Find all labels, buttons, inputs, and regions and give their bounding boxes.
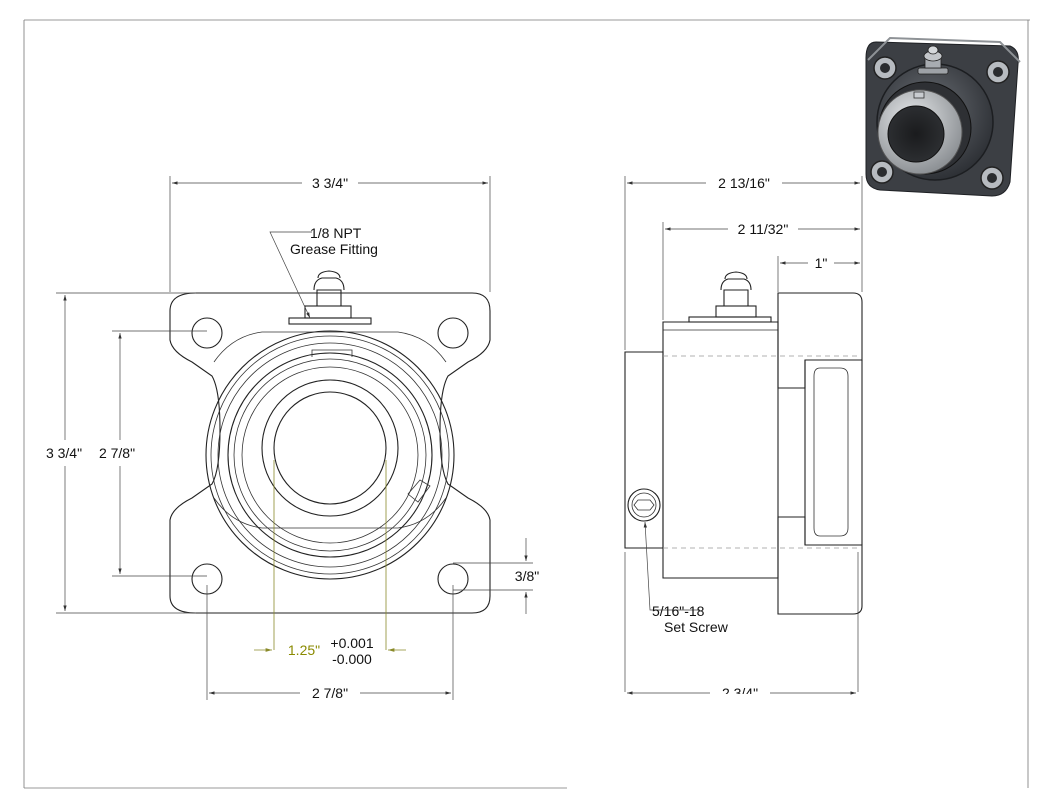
bore-inner (273, 391, 387, 505)
bolt-hole-top-right (437, 317, 469, 349)
dim-flange-thickness: 1" (815, 255, 828, 271)
dim-overall-width: 3 3/4" (312, 175, 348, 191)
dim-bore-tol-minus: -0.000 (332, 651, 372, 667)
front-flange-outline (169, 292, 491, 614)
grease-fitting-label-1: 1/8 NPT (310, 225, 362, 241)
grease-fitting-side (688, 271, 772, 323)
dim-bolt-spacing-vertical: 2 7/8" (99, 445, 135, 461)
front-view (169, 270, 491, 650)
set-screw (627, 488, 661, 522)
side-flange (777, 292, 863, 389)
front-dimensions: 3 3/4" 1/8 NPT Grease Fitting 3 3/4" 2 7… (46, 175, 539, 701)
side-view (624, 271, 863, 615)
bolt-hole-top-left (191, 317, 223, 349)
side-dimensions: 2 13/16" 2 11/32" 1" 5/16"-18 Set Screw … (624, 175, 863, 714)
dim-bolt-hole-offset: 3/8" (515, 568, 539, 584)
dim-flange-to-insert: 2 11/32" (738, 221, 789, 237)
dim-bore-tol-plus: +0.001 (330, 635, 373, 651)
dim-bore-diameter: 1.25" (288, 642, 320, 658)
sheet-border (23, 19, 1030, 789)
grease-fitting-label-2: Grease Fitting (290, 241, 378, 257)
dim-bolt-spacing-horizontal: 2 7/8" (312, 685, 348, 701)
crop-mask (700, 694, 790, 714)
bore-outer (261, 379, 399, 517)
set-screw-label-2: Set Screw (664, 619, 729, 635)
isometric-render (865, 36, 1021, 197)
grease-fitting-front (288, 270, 372, 325)
set-screw-label-1: 5/16"-18 (652, 603, 705, 619)
dim-overall-depth: 2 13/16" (718, 175, 770, 191)
dim-overall-height: 3 3/4" (46, 445, 82, 461)
